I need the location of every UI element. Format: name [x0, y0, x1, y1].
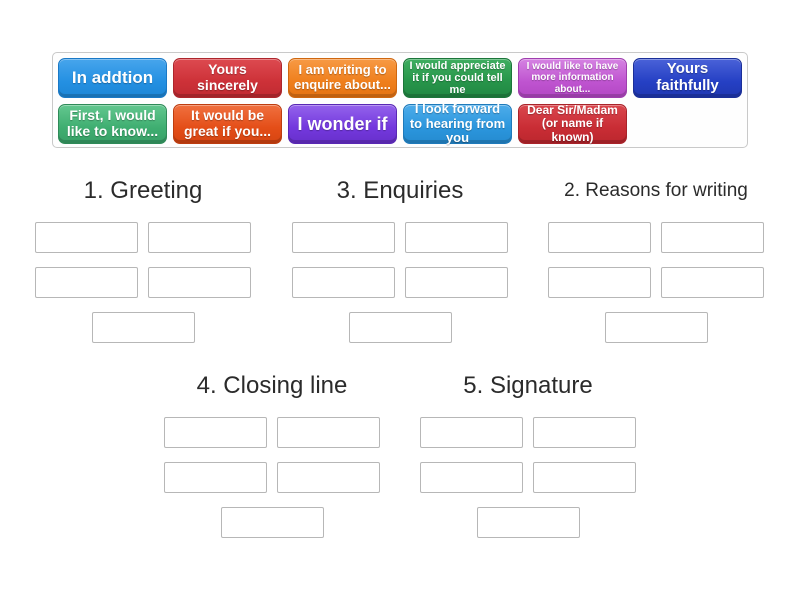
word-chip[interactable]: Yours faithfully [633, 58, 742, 98]
slot-grid-closing-line [164, 417, 380, 538]
empty-slot[interactable] [164, 462, 267, 493]
empty-slot[interactable] [661, 222, 764, 253]
empty-slot[interactable] [292, 222, 395, 253]
word-chip[interactable]: It would be great if you... [173, 104, 282, 144]
empty-slot[interactable] [405, 222, 508, 253]
group-reasons-for-writing: 2. Reasons for writing [540, 174, 772, 343]
empty-slot[interactable] [220, 507, 324, 538]
word-chip[interactable]: I would appreciate it if you could tell … [403, 58, 512, 98]
empty-slot[interactable] [148, 222, 251, 253]
word-chip[interactable]: I look forward to hearing from you [403, 101, 512, 145]
empty-slot[interactable] [91, 312, 195, 343]
empty-slot[interactable] [35, 267, 138, 298]
slot-grid-enquiries [292, 222, 508, 343]
word-chip[interactable]: In addtion [58, 58, 167, 98]
word-tray-row: First, I would like to know...It would b… [58, 101, 742, 145]
empty-slot[interactable] [148, 267, 251, 298]
group-heading-signature: 5. Signature [463, 372, 593, 399]
empty-slot[interactable] [35, 222, 138, 253]
empty-slot[interactable] [277, 462, 380, 493]
slot-grid-reasons-for-writing [548, 222, 772, 343]
empty-slot[interactable] [348, 312, 452, 343]
empty-slot[interactable] [420, 462, 523, 493]
slot-grid-greeting [35, 222, 251, 343]
empty-slot[interactable] [292, 267, 395, 298]
word-chip[interactable]: First, I would like to know... [58, 104, 167, 144]
group-heading-reasons-for-writing: 2. Reasons for writing [564, 180, 748, 201]
word-chip[interactable]: Yours sincerely [173, 58, 282, 98]
empty-slot[interactable] [420, 417, 523, 448]
word-chip[interactable]: Dear Sir/Madam (or name if known) [518, 103, 627, 144]
empty-slot[interactable] [533, 417, 636, 448]
empty-slot[interactable] [164, 417, 267, 448]
group-heading-greeting: 1. Greeting [83, 177, 203, 204]
empty-slot[interactable] [661, 267, 764, 298]
empty-slot[interactable] [604, 312, 708, 343]
empty-slot[interactable] [548, 267, 651, 298]
empty-slot[interactable] [533, 462, 636, 493]
word-chip[interactable]: I wonder if [288, 104, 397, 144]
group-signature: 5. Signature [420, 369, 636, 538]
group-closing-line: 4. Closing line [164, 369, 380, 538]
empty-slot[interactable] [476, 507, 580, 538]
group-heading-closing-line: 4. Closing line [196, 372, 348, 399]
empty-slot[interactable] [548, 222, 651, 253]
word-chip[interactable]: I would like to have more information ab… [518, 58, 627, 98]
group-enquiries: 3. Enquiries [292, 174, 508, 343]
empty-slot[interactable] [277, 417, 380, 448]
word-chip[interactable]: I am writing to enquire about... [288, 58, 397, 98]
empty-slot[interactable] [405, 267, 508, 298]
slot-grid-signature [420, 417, 636, 538]
group-heading-enquiries: 3. Enquiries [336, 177, 464, 204]
group-greeting: 1. Greeting [35, 174, 251, 343]
